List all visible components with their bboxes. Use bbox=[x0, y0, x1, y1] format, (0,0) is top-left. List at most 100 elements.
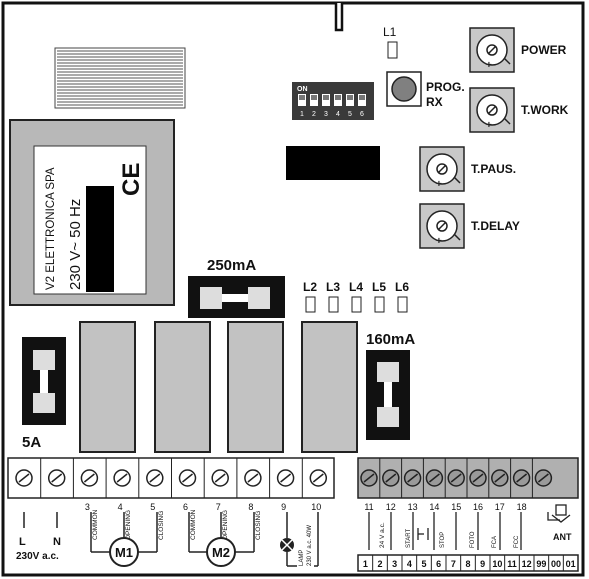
m2-opening: OPENING bbox=[222, 510, 229, 540]
ic-chip bbox=[286, 146, 380, 180]
left-terminal-block bbox=[7, 457, 335, 499]
foto-label: FOTO bbox=[470, 531, 476, 548]
trimmer-power-label: POWER bbox=[521, 43, 567, 57]
screw-slot bbox=[83, 473, 95, 483]
terminal-number: 12 bbox=[386, 502, 396, 512]
fuse-160ma: 160mA bbox=[366, 331, 415, 440]
trimmer-tdelay-label: T.DELAY bbox=[471, 219, 520, 233]
mains-wiring bbox=[23, 512, 58, 528]
trimmer-twork[interactable]: + T.WORK bbox=[469, 87, 569, 133]
dip-number: 1 bbox=[300, 111, 304, 118]
start-label: START bbox=[406, 529, 412, 548]
fuse-250ma-label: 250mA bbox=[207, 257, 256, 274]
screw-slot bbox=[312, 473, 324, 483]
dip-lever bbox=[323, 95, 329, 100]
led bbox=[397, 296, 408, 313]
strip-number: 2 bbox=[377, 559, 382, 569]
dip-number: 6 bbox=[360, 111, 364, 118]
strip-number: 1 bbox=[363, 559, 368, 569]
board-notch bbox=[334, 3, 344, 32]
svg-text:+: + bbox=[436, 236, 442, 247]
transformer-voltage: 230 V~ 50 Hz bbox=[67, 199, 84, 290]
strip-number: 00 bbox=[551, 559, 561, 569]
motor-m2: M2 bbox=[206, 537, 236, 567]
motor-m2-wiring bbox=[188, 512, 255, 553]
fuse-160ma-label: 160mA bbox=[366, 331, 415, 348]
terminal-number: 5 bbox=[150, 502, 155, 512]
strip-number: 11 bbox=[507, 559, 517, 569]
motor-m1-wiring bbox=[90, 512, 158, 553]
terminal-number: 15 bbox=[451, 502, 461, 512]
rx-label: RX bbox=[426, 95, 443, 109]
lamp-icon bbox=[280, 538, 294, 552]
fuse-5a: 5A bbox=[22, 337, 66, 451]
terminal-number: 14 bbox=[429, 502, 439, 512]
trimmer-power[interactable]: + POWER bbox=[469, 27, 567, 73]
dip-lever bbox=[299, 95, 305, 100]
heatsink bbox=[54, 47, 186, 109]
trimmer-twork-label: T.WORK bbox=[521, 103, 569, 117]
screw-slot bbox=[247, 473, 259, 483]
trimmer-tpaus[interactable]: + T.PAUS. bbox=[419, 146, 516, 192]
dip-on-label: ON bbox=[297, 86, 308, 93]
led-label: L6 bbox=[395, 280, 409, 294]
screw-slot bbox=[494, 473, 506, 483]
dip-lever bbox=[347, 95, 353, 100]
screw-slot bbox=[363, 473, 375, 483]
screw-slot bbox=[182, 473, 193, 483]
fca-label: FCA bbox=[492, 536, 498, 548]
terminal-l-label: L bbox=[19, 536, 26, 548]
relays bbox=[79, 321, 358, 453]
screw-slot bbox=[116, 473, 128, 483]
strip-number: 5 bbox=[421, 559, 426, 569]
lamp-rating: 230 V a.c. 40W bbox=[307, 525, 313, 566]
terminal-number: 3 bbox=[85, 502, 90, 512]
dip-lever bbox=[311, 95, 317, 100]
screw-slot bbox=[51, 473, 63, 483]
svg-text:+: + bbox=[486, 120, 492, 131]
screw-slot bbox=[385, 473, 397, 483]
strip-number: 12 bbox=[522, 559, 532, 569]
screw-slot bbox=[214, 473, 226, 483]
m1-opening: OPENING bbox=[125, 510, 132, 540]
led bbox=[374, 296, 385, 313]
terminal-number: 16 bbox=[473, 502, 483, 512]
right-terminal-block bbox=[357, 457, 579, 499]
v24-label: 24 V a.c. bbox=[379, 522, 386, 548]
motor-m1-label: M1 bbox=[115, 545, 133, 560]
screw-slot bbox=[472, 473, 484, 483]
strip-number: 4 bbox=[407, 559, 412, 569]
dip-lever bbox=[359, 95, 365, 100]
terminal-number: 10 bbox=[311, 502, 321, 512]
prog-label: PROG. bbox=[426, 80, 465, 94]
strip-number: 7 bbox=[451, 559, 456, 569]
prog-rx-button[interactable]: PROG. RX bbox=[386, 71, 465, 109]
terminal-number: 9 bbox=[281, 502, 286, 512]
strip-number: 10 bbox=[492, 559, 502, 569]
strip-number: 8 bbox=[465, 559, 470, 569]
screw-slot bbox=[537, 473, 549, 483]
relay-3 bbox=[227, 321, 284, 453]
terminal-n-label: N bbox=[53, 536, 61, 548]
dip-number: 4 bbox=[336, 111, 340, 118]
led bbox=[328, 296, 339, 313]
screw-slot bbox=[516, 473, 528, 483]
m1-closing: CLOSING bbox=[158, 511, 165, 540]
led bbox=[305, 296, 316, 313]
trimmer-tdelay[interactable]: + T.DELAY bbox=[419, 203, 520, 249]
fuse-5a-label: 5A bbox=[22, 434, 41, 451]
dip-number: 2 bbox=[312, 111, 316, 118]
terminal-number: 4 bbox=[118, 502, 123, 512]
led-label: L2 bbox=[303, 280, 317, 294]
transformer-brand: V2 ELETTRONICA SPA bbox=[45, 167, 57, 290]
lamp-label: LAMP bbox=[299, 550, 305, 566]
terminal-number: 13 bbox=[408, 502, 418, 512]
stop-label: STOP bbox=[440, 532, 446, 548]
motor-m1: M1 bbox=[109, 537, 139, 567]
dip-number: 5 bbox=[348, 111, 352, 118]
terminal-number: 8 bbox=[248, 502, 253, 512]
